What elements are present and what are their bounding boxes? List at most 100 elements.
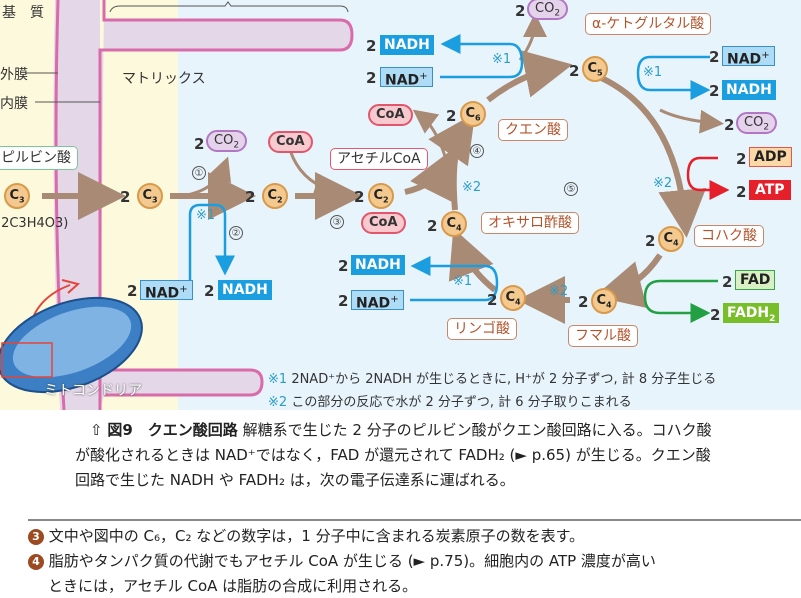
co2-step1: CO2	[206, 130, 248, 152]
nad-plus-malate: NAD+	[351, 290, 404, 312]
coefficient: 2	[194, 135, 205, 153]
footnote-4: 4 脂肪やタンパク質の代謝でもアセチル CoA が生じる (► p.75)。細胞…	[28, 549, 801, 573]
alpha-ketoglutarate-label: α-ケトグルタル酸	[585, 13, 712, 35]
step-3-marker: ③	[330, 215, 344, 229]
inner-membrane-label: 内膜	[0, 96, 28, 112]
pyruvate-label: ピルビン酸	[0, 146, 78, 170]
pyruvate-formula: (2C3H4O3)	[0, 216, 69, 231]
coefficient: 2	[709, 82, 720, 100]
nad-plus-c6: NAD+	[380, 67, 433, 89]
outer-membrane-label: 外膜	[0, 67, 28, 83]
coefficient: 2	[446, 107, 457, 125]
coa-released: CoA	[368, 104, 413, 126]
c2-node: C2	[262, 183, 288, 209]
coefficient: 2	[710, 306, 721, 324]
figure-caption: ⇧ 図9 クエン酸回路 解糖系で生じた 2 分子のピルビン酸がクエン酸回路に入る…	[75, 418, 801, 493]
divider	[28, 519, 801, 521]
mark-k1: ※1	[643, 65, 663, 80]
nadh-c5: NADH	[722, 80, 776, 100]
c3-node: C3	[137, 183, 163, 209]
mark-k2: ※2	[549, 284, 569, 299]
brace	[109, 1, 349, 13]
mark-k1: ※1	[196, 208, 216, 223]
coefficient: 2	[645, 232, 656, 250]
note-2: ※2 この部分の反応で水が 2 分子ずつ, 計 6 分子取りこまれる	[268, 391, 632, 410]
co2-c5: CO2	[736, 112, 778, 134]
atp: ATP	[749, 180, 791, 200]
footnote-text: 脂肪やタンパク質の代謝でもアセチル CoA が生じる (► p.75)。細胞内の…	[48, 552, 656, 570]
coefficient: 2	[515, 2, 526, 20]
note-mark: ※1	[268, 372, 288, 387]
coefficient: 2	[569, 62, 580, 80]
up-arrow-icon: ⇧	[90, 421, 103, 439]
nadh-c6: NADH	[380, 35, 434, 55]
coa-input: CoA	[268, 131, 313, 153]
acetyl-c2-node: C2	[368, 183, 394, 209]
inner-membrane	[98, 0, 354, 410]
coefficient: 2	[366, 69, 377, 87]
step-2-marker: ②	[229, 226, 243, 240]
oxaloacetate-label: オキサロ酢酸	[481, 212, 579, 234]
footnote-badge: 4	[28, 554, 44, 570]
note-mark: ※2	[268, 395, 288, 410]
malate-label: リンゴ酸	[447, 318, 517, 340]
nadh-step2: NADH	[218, 280, 272, 300]
mark-k2: ※2	[462, 180, 482, 195]
footnote-text: ときには，アセチル CoA は脂肪の合成に利用される。	[48, 577, 418, 595]
coefficient: 2	[487, 291, 498, 309]
caption-line-1: 解糖系で生じた 2 分子のピルビン酸がクエン酸回路に入る。コハク酸	[242, 421, 712, 439]
coefficient: 2	[354, 188, 365, 206]
coefficient: 2	[338, 257, 349, 275]
c3-input-node: C3	[4, 183, 30, 209]
note-text: 2NAD⁺から 2NADH が生じるときに, H⁺が 2 分子ずつ, 計 8 分…	[291, 372, 717, 387]
footnote-3: 3 文中や図中の C₆，C₂ などの数字は，1 分子中に含まれる炭素原子の数を表…	[28, 524, 801, 548]
fadh2: FADH2	[723, 303, 780, 324]
footnote-text: 文中や図中の C₆，C₂ などの数字は，1 分子中に含まれる炭素原子の数を表す。	[48, 527, 585, 545]
crista-bottom	[98, 368, 264, 410]
c5-node: C5	[582, 56, 608, 82]
citric-acid-cycle-diagram: 基 質 外膜 内膜 ピルビン酸 C3 (2C3H4O3) マトリックス ミトコン…	[0, 0, 801, 410]
coa-bound: CoA	[361, 212, 406, 234]
step-1-marker: ①	[192, 166, 206, 180]
caption-line-3: 回路で生じた NADH や FADH₂ は，次の電子伝達系に運ばれる。	[75, 471, 515, 489]
coefficient: 2	[724, 116, 735, 134]
coefficient: 2	[120, 188, 131, 206]
step-4-marker: ④	[470, 144, 484, 158]
coefficient: 2	[709, 48, 720, 66]
coefficient: 2	[427, 217, 438, 235]
mitochondria-label: ミトコンドリア	[44, 383, 142, 399]
step-5-marker: ⑤	[564, 182, 578, 196]
c6-node: C6	[460, 101, 486, 127]
mark-k1: ※1	[492, 52, 512, 67]
diagram-lines	[0, 0, 730, 410]
coefficient: 2	[722, 273, 733, 291]
c4-oxaloacetate-node: C4	[441, 211, 467, 237]
coefficient: 2	[338, 292, 349, 310]
coefficient: 2	[736, 150, 747, 168]
mark-k1: ※1	[453, 274, 473, 289]
matrix-partial-label: 基 質	[2, 5, 44, 21]
fumarate-label: フマル酸	[568, 325, 638, 347]
acetyl-coa-label: アセチルCoA	[330, 148, 428, 170]
c4-fumarate-node: C4	[591, 288, 617, 314]
footnote-badge: 3	[28, 529, 44, 545]
coefficient: 2	[245, 188, 256, 206]
nadh-malate: NADH	[351, 255, 405, 275]
footnote-4-cont: ときには，アセチル CoA は脂肪の合成に利用される。	[28, 574, 801, 598]
adp: ADP	[749, 147, 792, 167]
coefficient: 2	[366, 37, 377, 55]
c4-malate-node: C4	[500, 285, 526, 311]
coefficient: 2	[578, 293, 589, 311]
fad: FAD	[735, 270, 776, 290]
coefficient: 2	[204, 282, 215, 300]
note-text: この部分の反応で水が 2 分子ずつ, 計 6 分子取りこまれる	[291, 395, 632, 410]
mark-k2: ※2	[653, 176, 673, 191]
nad-plus-c5: NAD+	[722, 46, 775, 68]
co2-c6: CO2	[527, 0, 569, 20]
nad-plus-step2: NAD+	[140, 280, 193, 302]
figure-label: 図9 クエン酸回路	[107, 421, 238, 439]
note-1: ※1 2NAD⁺から 2NADH が生じるときに, H⁺が 2 分子ずつ, 計 …	[268, 368, 716, 387]
coefficient: 2	[736, 183, 747, 201]
c4-succinate-node: C4	[658, 226, 684, 252]
caption-line-2: が酸化されるときは NAD⁺ではなく，FAD が還元されて FADH₂ (► p…	[75, 446, 711, 464]
